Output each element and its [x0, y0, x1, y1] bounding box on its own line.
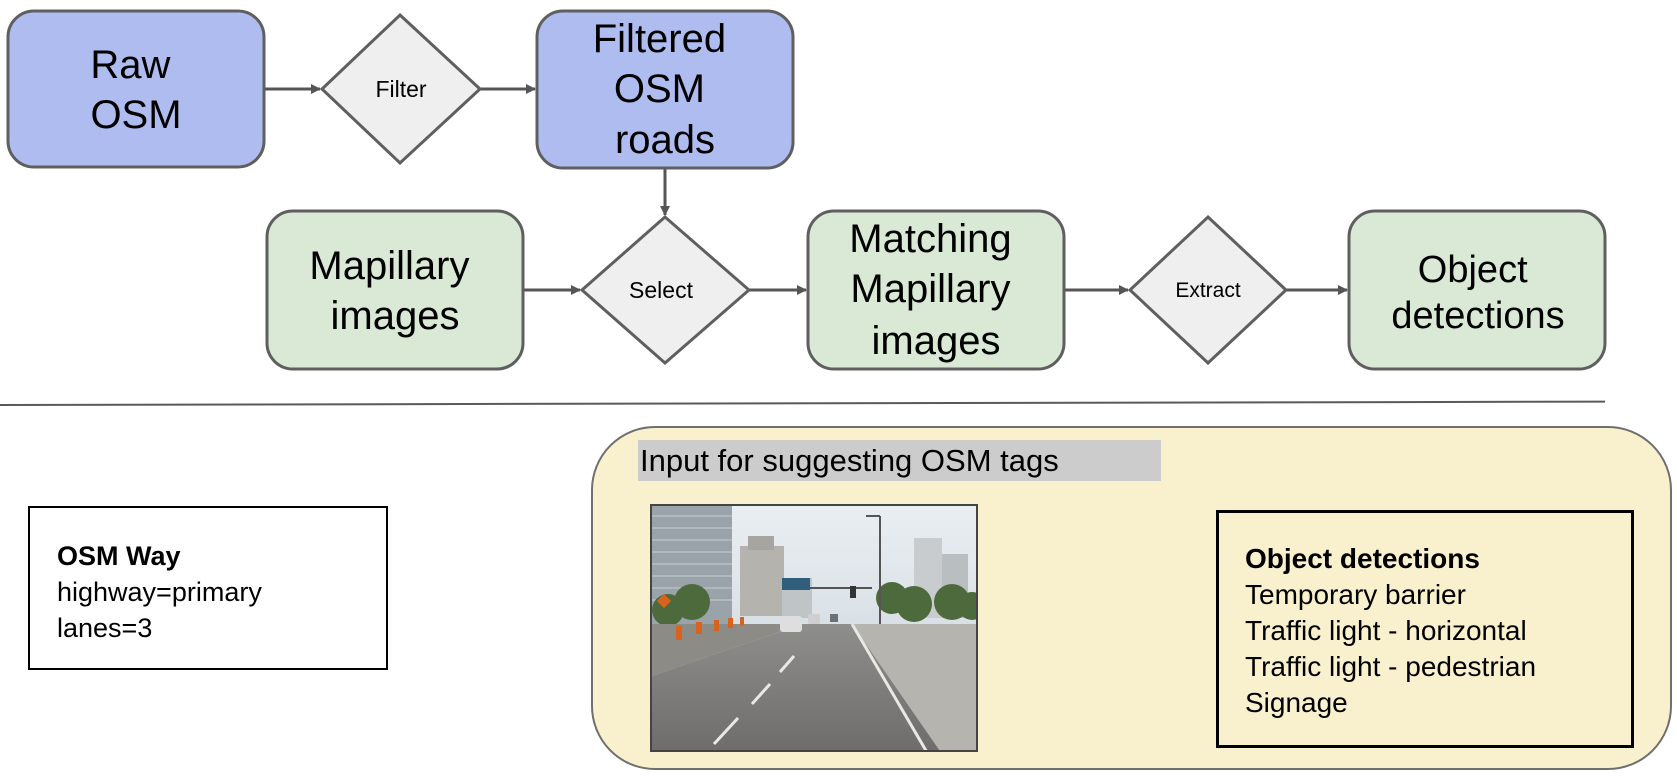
svg-text:Mapillary images: Mapillary images	[309, 244, 480, 338]
street-photo-illustration	[652, 506, 976, 750]
matching-label-2: Mapillary	[850, 267, 1010, 311]
osm-way-tag-lanes: lanes=3	[57, 613, 153, 643]
filtered-osm-label-3: roads	[615, 118, 715, 162]
section-divider	[0, 400, 1606, 406]
raw-osm-label-1: Raw	[90, 43, 170, 87]
select-label: Select	[629, 277, 694, 303]
flowchart: Raw OSM Filter Filtered OSM roads Mapill…	[6, 9, 1607, 371]
detection-item: Temporary barrier	[1245, 579, 1466, 610]
filtered-osm-label-1: Filtered	[593, 17, 726, 61]
detection-item: Traffic light - pedestrian	[1245, 651, 1537, 682]
input-panel: Input for suggesting OSM tags	[591, 426, 1672, 770]
osm-way-tag-highway: highway=primary	[57, 577, 262, 607]
object-detections-node	[1347, 209, 1607, 371]
osm-way-box: OSM Way highway=primary lanes=3	[28, 506, 388, 670]
street-view-photo	[650, 504, 978, 752]
mapillary-images-node	[265, 209, 525, 371]
svg-text:Object detections: Object detections	[1391, 249, 1564, 337]
mapillary-label-1: Mapillary	[309, 244, 469, 288]
matching-label-3: images	[872, 319, 1001, 363]
extract-decision	[1127, 214, 1289, 366]
osm-way-title: OSM Way	[57, 541, 181, 571]
raw-osm-label-2: OSM	[90, 93, 181, 137]
raw-osm-node	[6, 9, 266, 169]
matching-mapillary-node	[806, 209, 1066, 371]
svg-text:Filtered OSM roads: Filtered OSM roads	[593, 17, 738, 162]
select-decision	[579, 215, 752, 365]
svg-text:Raw OSM: Raw OSM	[90, 43, 181, 137]
filtered-osm-label-2: OSM	[614, 67, 705, 111]
object-detections-label-2: detections	[1391, 295, 1564, 337]
extract-label: Extract	[1175, 279, 1241, 302]
mapillary-label-2: images	[331, 294, 460, 338]
filter-decision	[319, 12, 483, 166]
filtered-osm-node	[535, 9, 795, 170]
detections-title: Object detections	[1245, 543, 1480, 574]
object-detections-box: Object detections Temporary barrier Traf…	[1216, 510, 1634, 748]
object-detections-label-1: Object	[1418, 249, 1528, 291]
input-panel-title: Input for suggesting OSM tags	[638, 440, 1161, 481]
matching-label-1: Matching	[849, 217, 1011, 261]
detection-item: Traffic light - horizontal	[1245, 615, 1527, 646]
detection-item: Signage	[1245, 687, 1348, 718]
filter-label: Filter	[375, 76, 426, 102]
svg-text:Matching Mapillary ima: Matching Mapillary images	[849, 217, 1022, 363]
